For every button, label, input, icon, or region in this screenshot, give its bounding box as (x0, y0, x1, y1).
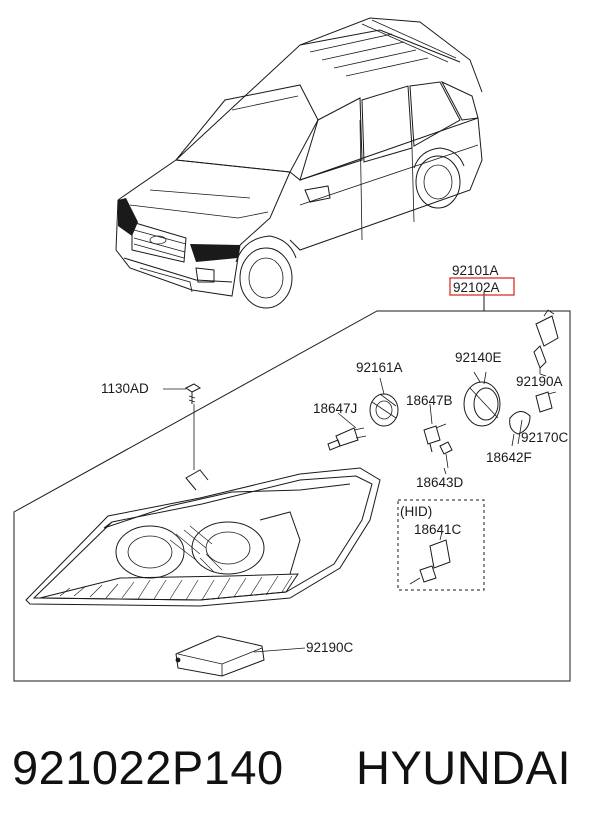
label-18641C: 18641C (414, 522, 462, 537)
actuator-92190A (533, 309, 559, 374)
headlamp-assembly (25, 467, 381, 607)
label-18647B: 18647B (406, 393, 453, 408)
bulb-18647J (327, 427, 367, 451)
label-92190C: 92190C (306, 640, 354, 655)
part-labels: 92101A 92102A 1130AD 92161A 92140E 92190… (101, 263, 569, 655)
bulb-18643D (439, 441, 453, 469)
label-hid: (HID) (400, 504, 432, 519)
leader-lines (337, 371, 547, 475)
label-92170C: 92170C (521, 430, 569, 445)
label-1130AD: 1130AD (101, 381, 149, 396)
label-92161A: 92161A (356, 360, 403, 375)
cap-92140E (463, 371, 501, 427)
bulb-18647B (423, 423, 447, 453)
label-92140E: 92140E (455, 350, 502, 365)
highlight-box-92102A (449, 277, 515, 296)
label-18647J: 18647J (313, 401, 357, 416)
hid-ballast (175, 635, 306, 677)
footer-part-number: 921022P140 (12, 741, 284, 794)
label-92190A: 92190A (516, 374, 563, 389)
hid-bulb-box (397, 499, 485, 591)
label-92102A: 92102A (453, 280, 500, 295)
label-18643D: 18643D (416, 475, 464, 490)
socket-92161A (369, 377, 399, 427)
bolt-1130AD (163, 383, 201, 470)
vehicle-illustration (115, 17, 483, 309)
bulb-92170C (509, 391, 557, 447)
label-92101A: 92101A (452, 263, 499, 278)
label-18642F: 18642F (486, 450, 532, 465)
footer-brand: HYUNDAI (356, 741, 572, 794)
